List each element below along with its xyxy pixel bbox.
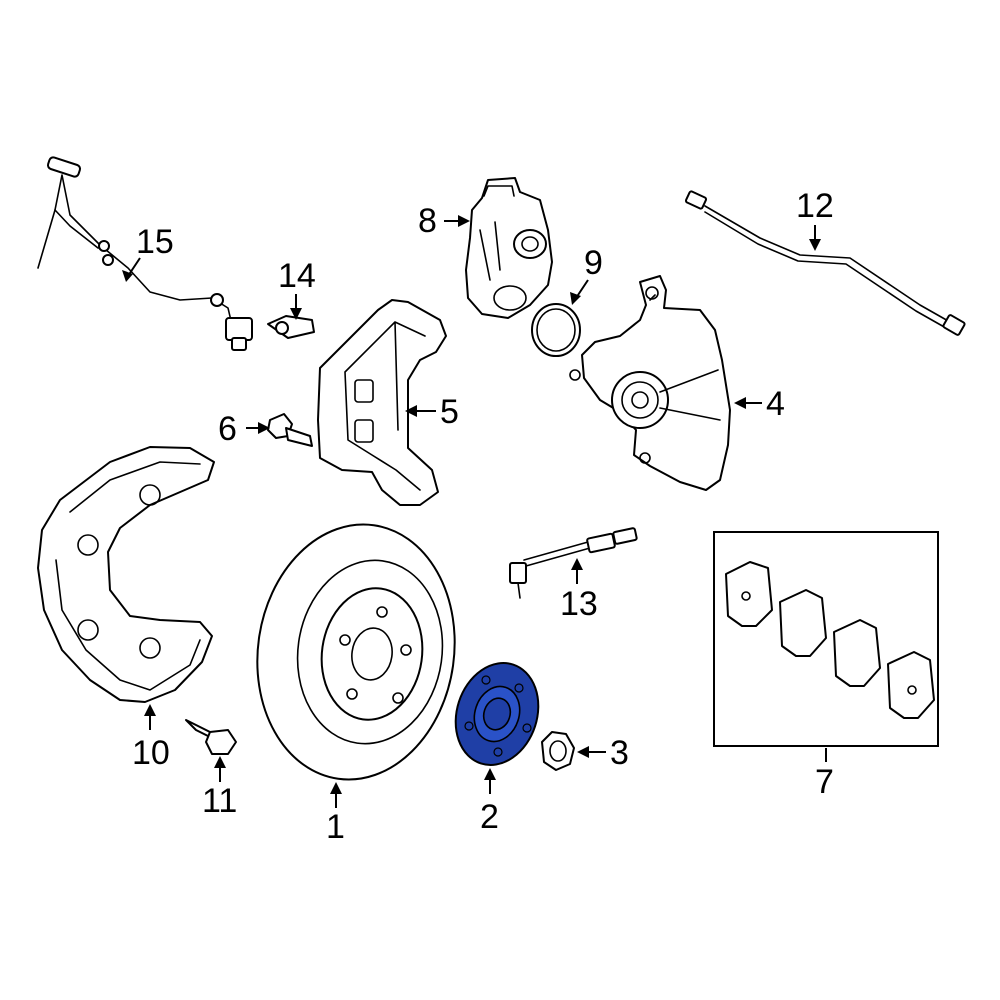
- callout-15: 15: [136, 223, 174, 261]
- callout-6: 6: [218, 410, 237, 448]
- caliper-bracket-icon: [317, 299, 447, 506]
- wheel-hub-icon: [454, 662, 540, 766]
- splash-shield-icon: [37, 446, 215, 703]
- shield-bolt-icon: [185, 719, 237, 755]
- pad-wear-sensor-icon: [509, 527, 638, 599]
- hub-nut-icon: [541, 731, 575, 771]
- abs-sensor-wire-icon: [37, 156, 253, 351]
- bracket-bolt-icon: [267, 413, 313, 447]
- callout-2: 2: [480, 798, 499, 836]
- callout-11: 11: [202, 782, 237, 820]
- callout-8: 8: [418, 202, 437, 240]
- callout-10: 10: [132, 734, 170, 772]
- callout-9: 9: [584, 244, 603, 282]
- clip-icon: [267, 315, 315, 339]
- brake-pad-set-icon: [713, 531, 939, 747]
- brake-hose-icon: [684, 190, 966, 336]
- callout-12: 12: [796, 187, 834, 225]
- callout-5: 5: [440, 393, 459, 431]
- brake-caliper-icon: [569, 275, 731, 491]
- parking-brake-actuator-icon: [465, 177, 553, 319]
- brake-rotor-icon: [256, 523, 456, 781]
- callout-14: 14: [278, 257, 316, 295]
- callout-4: 4: [766, 385, 785, 423]
- callout-leaders: [122, 215, 827, 808]
- o-ring-seal-icon: [531, 303, 581, 357]
- callout-labels: 15 14 8 9 12 5 6 4 13 7 10 11 1 2 3: [132, 187, 834, 846]
- callout-3: 3: [610, 734, 629, 772]
- callout-13: 13: [560, 585, 598, 623]
- callout-7: 7: [815, 763, 834, 801]
- callout-1: 1: [326, 808, 345, 846]
